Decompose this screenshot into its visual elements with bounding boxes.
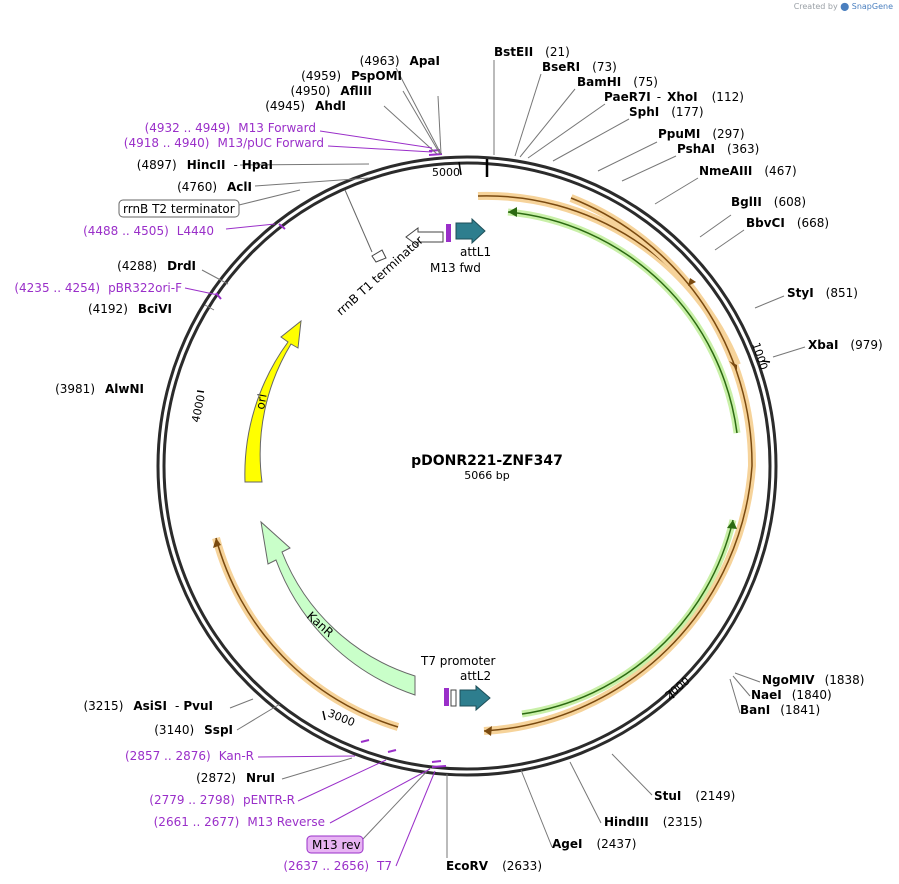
rrnb-t2-box: rrnB T2 terminator [118,189,301,218]
primer-l4440: (4488 .. 4505)L4440 [83,224,214,238]
ori-feature: ori [244,319,302,483]
m13-rev-box-label: M13 rev [312,838,361,852]
site-bamhi: BamHI(75) [577,75,658,89]
backbone-ring [156,155,778,777]
m13-rev-box: M13 rev [306,835,364,854]
site-ppumi: PpuMI(297) [658,127,745,141]
attl2-region: T7 promoter attL2 [420,654,496,712]
site-hindiii: HindIII(2315) [604,815,703,829]
site-pshai: PshAI(363) [677,142,759,156]
attl2-arrow-icon [459,684,491,712]
primer-marks [215,149,447,768]
green-arcs [507,207,741,718]
m13-fwd-marker [446,224,451,242]
attl2-label: attL2 [460,669,491,683]
primer-leader-lines [184,130,436,867]
m13-rev-marker [444,688,449,706]
site-labels-right: BstEII(21) BseRI(73) BamHI(75) PaeR7I-Xh… [446,45,883,873]
orf-arc-left [212,536,400,731]
primer-t7: (2637 .. 2656)T7 [283,859,392,873]
attl1-arrow-icon [455,217,486,245]
site-afliii: (4950)AflIII [291,84,372,98]
t7-promoter-icon [450,689,457,707]
tick-2000: 2000 [663,674,693,702]
site-bsteii: BstEII(21) [494,45,570,59]
credit-brand: SnapGene [851,2,893,11]
site-sspi: (3140)SspI [154,723,233,737]
primer-pentr-r: (2779 .. 2798)pENTR-R [149,793,295,807]
tick-4000: 4000 [189,394,208,424]
rrnb-t2-label: rrnB T2 terminator [123,202,235,216]
site-bcivi: (4192)BciVI [88,302,172,316]
m13-fwd-label: M13 fwd [430,261,481,275]
plasmid-length: 5066 bp [464,469,509,482]
site-labels-left: (4963)ApaI (4959)PspOMI (4950)AflIII (49… [55,54,440,785]
tick-5000: 5000 [432,166,460,179]
site-xbai: XbaI(979) [808,338,883,352]
site-ngomiv: NgoMIV(1838) [762,673,864,687]
primer-m13-puc-forward: (4918 .. 4940)M13/pUC Forward [124,136,324,150]
orf-arc-right [477,191,757,736]
site-naei: NaeI(1840) [751,688,832,702]
site-ahdi: (4945)AhdI [265,99,346,113]
primer-labels: (4932 .. 4949)M13 Forward (4918 .. 4940)… [14,121,392,873]
site-apai: (4963)ApaI [360,54,440,68]
t7-promoter-label: T7 promoter [420,654,496,668]
credit-prefix: Created by [793,2,838,11]
site-sphi: SphI(177) [629,105,704,119]
primer-pbr322ori-f: (4235 .. 4254)pBR322ori-F [14,281,182,295]
primer-m13-forward: (4932 .. 4949)M13 Forward [145,121,316,135]
primer-kan-r: (2857 .. 2876)Kan-R [125,749,254,763]
site-nrui: (2872)NruI [196,771,275,785]
kanr-feature: KanR [260,520,416,696]
site-bbvci: BbvCI(668) [746,216,829,230]
site-ecorv: EcoRV(2633) [446,859,542,873]
site-asisi-pvui: (3215)AsiSI-PvuI [83,699,213,713]
ori-label: ori [253,393,269,411]
plasmid-name: pDONR221-ZNF347 [411,453,563,469]
site-nmeaiii: NmeAIII(467) [699,164,797,178]
site-stui: StuI(2149) [654,789,735,803]
site-psp-omi: (4959)PspOMI [301,69,402,83]
site-bani: BanI(1841) [740,703,820,717]
rrnb-t1-arrow-icon [405,227,444,247]
site-agei: AgeI(2437) [552,837,636,851]
site-acli: (4760)AclI [177,180,252,194]
site-styi: StyI(851) [787,286,858,300]
site-drdi: (4288)DrdI [117,259,196,273]
plasmid-title: pDONR221-ZNF347 5066 bp [411,453,563,482]
leader-lines [201,60,806,858]
snapgene-credit: Created by ⬤ SnapGene [794,2,893,11]
site-paer7i-xhoi: PaeR7I-XhoI(112) [604,90,744,104]
site-alwni: (3981)AlwNI [55,382,144,396]
site-bseri: BseRI(73) [542,60,617,74]
attl1-region: attL1 M13 fwd rrnB T1 terminator [334,189,491,318]
rrnb-t1-label: rrnB T1 terminator [334,233,426,318]
primer-m13-reverse: (2661 .. 2677)M13 Reverse [154,815,325,829]
attl1-label: attL1 [460,245,491,259]
site-hincii-hpai: (4897)HincII-HpaI [137,158,273,172]
site-bglii: BglII(608) [731,195,806,209]
snapgene-logo-icon: ⬤ [840,2,850,11]
